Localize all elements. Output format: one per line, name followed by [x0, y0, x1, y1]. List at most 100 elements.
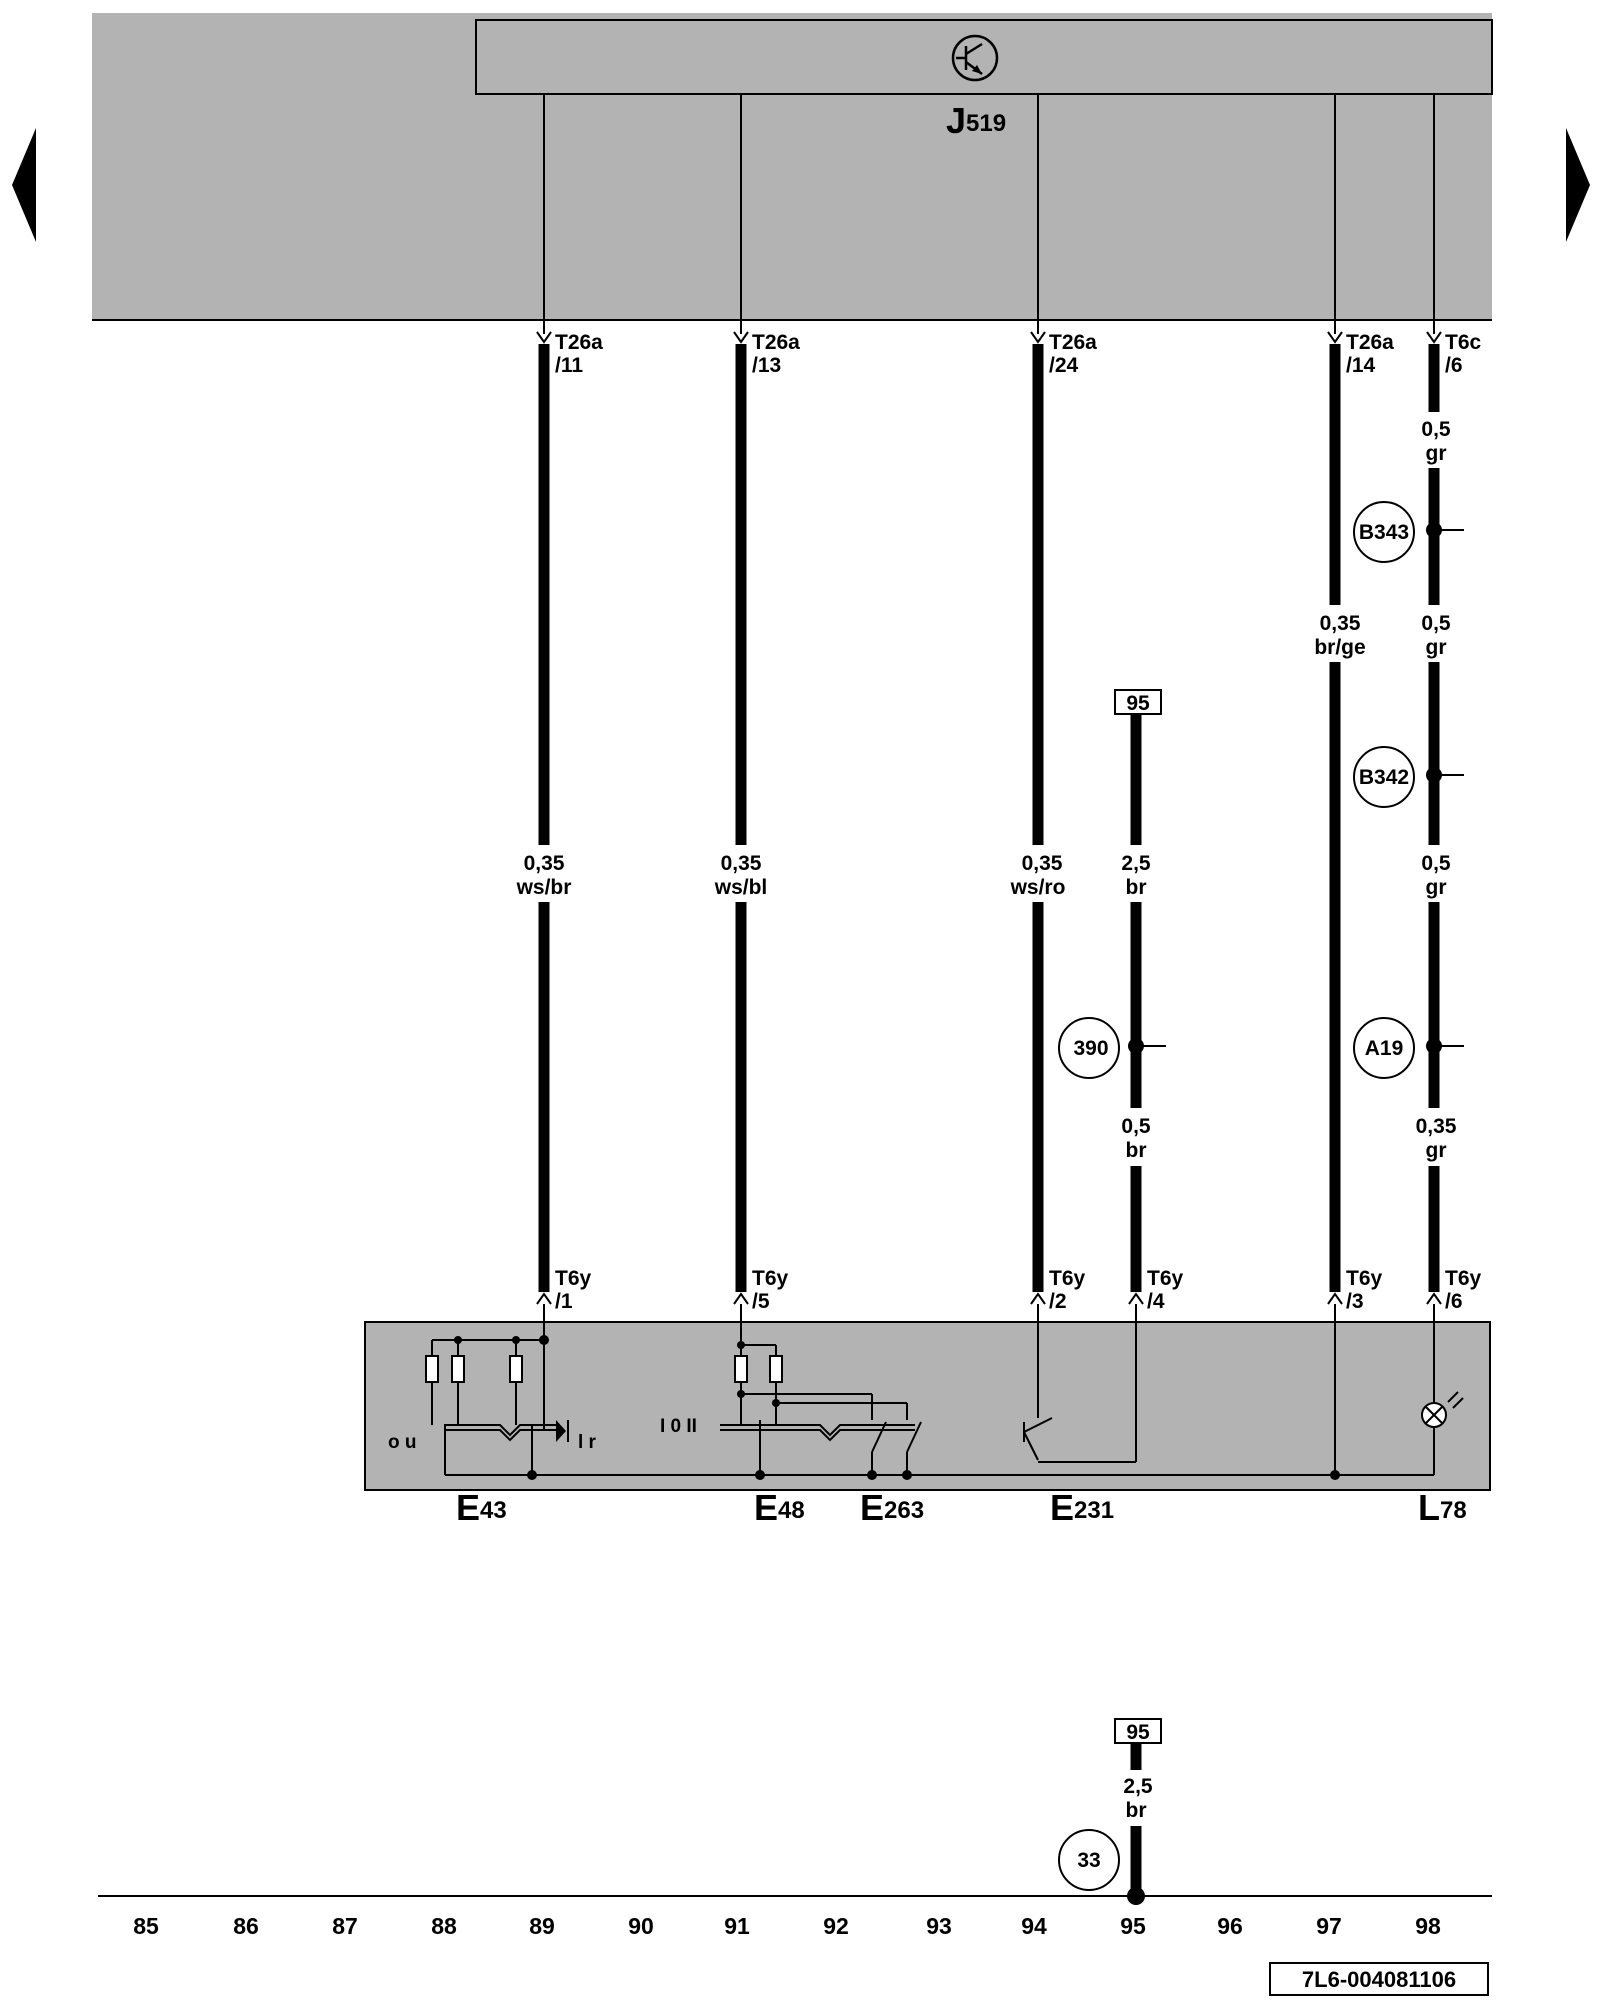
svg-text:86: 86 — [233, 1913, 259, 1939]
svg-text:0,35: 0,35 — [524, 852, 565, 875]
component-E43: E43 — [456, 1487, 507, 1528]
wire-6[interactable]: T6c /6 0,5 gr B343 0,5 gr B342 0,5 gr A1… — [1353, 331, 1482, 1313]
svg-text:/11: /11 — [555, 354, 583, 377]
triangle-right-icon — [1566, 128, 1590, 242]
svg-text:ws/bl: ws/bl — [714, 876, 768, 899]
wire-1[interactable]: T26a /11 0,35 ws/br T6y /1 — [516, 331, 604, 1313]
svg-text:T26a: T26a — [752, 331, 800, 354]
junction-B342 — [1353, 746, 1415, 808]
svg-text:0,35: 0,35 — [1416, 1115, 1457, 1138]
svg-text:95: 95 — [1120, 1913, 1146, 1939]
triangle-left-icon — [12, 128, 36, 242]
svg-text:gr: gr — [1426, 442, 1447, 465]
svg-text:96: 96 — [1217, 1913, 1243, 1939]
svg-text:0,5: 0,5 — [1421, 418, 1451, 441]
svg-text:/6: /6 — [1445, 354, 1463, 377]
svg-text:T26a: T26a — [1346, 331, 1394, 354]
svg-text:94: 94 — [1021, 1913, 1047, 1939]
svg-text:/2: /2 — [1049, 1290, 1067, 1313]
ground-point-33 — [1058, 1829, 1120, 1891]
svg-text:/14: /14 — [1346, 354, 1376, 377]
svg-text:2,5: 2,5 — [1123, 1775, 1153, 1798]
svg-text:ws/ro: ws/ro — [1010, 876, 1066, 899]
svg-text:/13: /13 — [752, 354, 781, 377]
svg-text:91: 91 — [724, 1913, 750, 1939]
svg-text:/5: /5 — [752, 1290, 770, 1313]
mirror-selector-switch[interactable]: I 0 II — [660, 1341, 922, 1475]
svg-text:ws/br: ws/br — [516, 876, 572, 899]
svg-text:92: 92 — [823, 1913, 849, 1939]
svg-text:br: br — [1126, 1139, 1147, 1162]
svg-text:B342: B342 — [1359, 766, 1409, 789]
indicator-lamp-icon — [1421, 1391, 1464, 1475]
svg-text:33: 33 — [1077, 1849, 1100, 1872]
switch-unit-housing — [364, 1321, 1491, 1491]
junction-B343 — [1353, 501, 1415, 563]
diagram-code-box — [1269, 1962, 1489, 1996]
svg-text:95: 95 — [1126, 692, 1150, 715]
svg-text:br: br — [1126, 1799, 1147, 1822]
svg-text:T6y: T6y — [1445, 1267, 1482, 1290]
svg-text:95: 95 — [1126, 1721, 1150, 1744]
svg-text:T6y: T6y — [555, 1267, 592, 1290]
svg-text:T6y: T6y — [1147, 1267, 1184, 1290]
junction-390 — [1058, 1017, 1120, 1079]
svg-text:0,35: 0,35 — [1320, 612, 1361, 635]
svg-text:0,35: 0,35 — [721, 852, 762, 875]
svg-text:2,5: 2,5 — [1121, 852, 1151, 875]
svg-text:T6y: T6y — [752, 1267, 789, 1290]
wire-4[interactable]: 95 2,5 br 390 0,5 br T6y /4 — [1058, 689, 1184, 1313]
svg-text:93: 93 — [926, 1913, 952, 1939]
svg-text:T6y: T6y — [1049, 1267, 1086, 1290]
svg-text:T6c: T6c — [1445, 331, 1482, 354]
svg-text:/4: /4 — [1147, 1290, 1165, 1313]
svg-text:I 0 II: I 0 II — [660, 1416, 697, 1437]
svg-text:0,5: 0,5 — [1421, 852, 1451, 875]
svg-text:98: 98 — [1415, 1913, 1441, 1939]
svg-text:/6: /6 — [1445, 1290, 1463, 1313]
mirror-heating-switch[interactable] — [1023, 1417, 1136, 1463]
control-unit-label: J519 — [946, 100, 1006, 141]
svg-text:/24: /24 — [1049, 354, 1079, 377]
svg-text:T26a: T26a — [1049, 331, 1097, 354]
junction-A19 — [1353, 1017, 1415, 1079]
svg-text:97: 97 — [1316, 1913, 1342, 1939]
svg-text:o u: o u — [388, 1432, 417, 1453]
component-E231: E231 — [1050, 1487, 1114, 1528]
svg-text:B343: B343 — [1359, 521, 1409, 544]
svg-text:88: 88 — [431, 1913, 457, 1939]
wire-3[interactable]: T26a /24 0,35 ws/ro T6y /2 — [1010, 331, 1098, 1313]
track-numbers: 85 86 87 88 89 90 91 92 93 94 95 96 97 9… — [133, 1913, 1441, 1939]
svg-text:gr: gr — [1426, 636, 1447, 659]
transistor-symbol-icon — [951, 34, 999, 82]
component-E263: E263 — [860, 1487, 924, 1528]
svg-text:87: 87 — [332, 1913, 358, 1939]
svg-text:br: br — [1126, 876, 1147, 899]
prev-page-button[interactable] — [12, 128, 36, 242]
svg-text:0,35: 0,35 — [1022, 852, 1063, 875]
svg-text:T6y: T6y — [1346, 1267, 1383, 1290]
svg-text:gr: gr — [1426, 1139, 1447, 1162]
svg-text:0,5: 0,5 — [1421, 612, 1451, 635]
svg-text:l r: l r — [578, 1432, 597, 1453]
next-page-button[interactable] — [1566, 128, 1590, 242]
svg-text:390: 390 — [1073, 1037, 1108, 1060]
component-L78: L78 — [1418, 1487, 1467, 1528]
svg-text:br/ge: br/ge — [1314, 636, 1365, 659]
wire-5[interactable]: T26a /14 0,35 br/ge T6y /3 — [1314, 331, 1394, 1313]
svg-text:0,5: 0,5 — [1121, 1115, 1151, 1138]
ground-connection[interactable]: 95 2,5 br 33 — [1058, 1718, 1162, 1905]
svg-text:/3: /3 — [1346, 1290, 1364, 1313]
svg-text:89: 89 — [529, 1913, 555, 1939]
svg-text:90: 90 — [628, 1913, 654, 1939]
component-E48: E48 — [754, 1487, 805, 1528]
svg-text:85: 85 — [133, 1913, 159, 1939]
svg-text:T26a: T26a — [555, 331, 603, 354]
svg-text:/1: /1 — [555, 1290, 573, 1313]
wire-2[interactable]: T26a /13 0,35 ws/bl T6y /5 — [714, 331, 800, 1313]
svg-text:A19: A19 — [1365, 1037, 1404, 1060]
control-unit-housing — [475, 19, 1493, 95]
svg-text:gr: gr — [1426, 876, 1447, 899]
mirror-adjust-switch[interactable]: o u l r — [388, 1335, 597, 1475]
